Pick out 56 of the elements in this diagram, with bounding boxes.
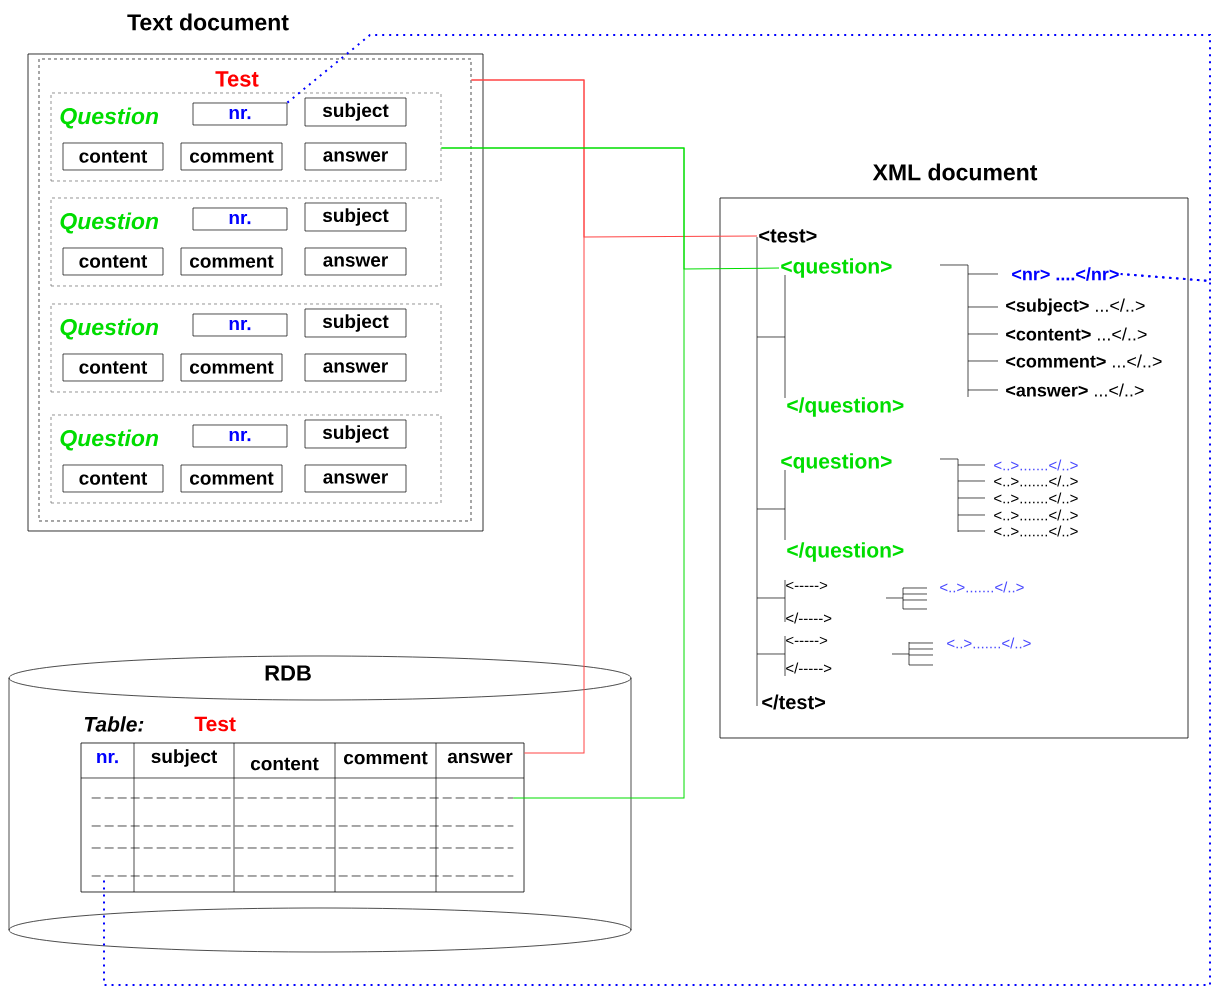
xml-tag: </question> bbox=[787, 542, 904, 562]
connector bbox=[103, 273, 1211, 986]
field-box: nr. bbox=[192, 207, 288, 231]
xml-tag: <-----> bbox=[786, 581, 828, 590]
connector bbox=[286, 34, 1211, 283]
xml-tag: <test> bbox=[759, 229, 817, 243]
xml-element: <..>.......</..> bbox=[940, 581, 1024, 593]
node-label: Text document bbox=[127, 13, 289, 31]
xml-tag: <question> bbox=[781, 258, 892, 278]
xml-element: <content> ...</..> bbox=[1006, 327, 1147, 341]
column-header: answer bbox=[447, 752, 513, 764]
field-box: comment bbox=[180, 142, 283, 171]
table-caption: Table: bbox=[84, 716, 144, 732]
field-box: content bbox=[62, 142, 164, 171]
column-header: comment bbox=[344, 751, 428, 765]
field-box: subject bbox=[304, 97, 407, 127]
xml-tag: <nr> ....</nr> bbox=[1012, 267, 1119, 281]
xml-element: <..>.......</..> bbox=[994, 492, 1078, 504]
field-box: nr. bbox=[192, 313, 288, 337]
field-box: answer bbox=[304, 353, 407, 382]
connector bbox=[470, 79, 585, 754]
xml-tag: </test> bbox=[762, 694, 826, 710]
field-box: subject bbox=[304, 419, 407, 449]
xml-element: <..>.......</..> bbox=[994, 525, 1078, 537]
column-header: content bbox=[250, 757, 319, 771]
field-box: nr. bbox=[192, 102, 288, 126]
field-box: subject bbox=[304, 202, 407, 232]
field-box: nr. bbox=[192, 424, 288, 448]
field-box: answer bbox=[304, 464, 407, 493]
field-box: comment bbox=[180, 353, 283, 382]
xml-element: <..>.......</..> bbox=[947, 637, 1031, 649]
connector bbox=[440, 147, 685, 799]
field-box: comment bbox=[180, 464, 283, 493]
xml-tag: </-----> bbox=[786, 662, 832, 674]
xml-element: <subject> ...</..> bbox=[1006, 298, 1145, 316]
column-header: nr. bbox=[97, 752, 118, 764]
field-box: answer bbox=[304, 247, 407, 276]
table-grid bbox=[80, 742, 525, 893]
field-box: content bbox=[62, 353, 164, 382]
xml-tag: </question> bbox=[787, 397, 904, 417]
xml-tag: <-----> bbox=[786, 636, 828, 645]
field-box: content bbox=[62, 464, 164, 493]
xml-element: <..>.......</..> bbox=[994, 475, 1078, 487]
node-label: XML document bbox=[872, 163, 1038, 181]
field-box: content bbox=[62, 247, 164, 276]
xml-tag: <question> bbox=[781, 453, 892, 473]
table-name: Test bbox=[194, 716, 236, 732]
xml-element: <..>.......</..> bbox=[994, 459, 1078, 471]
column-header: subject bbox=[151, 749, 218, 767]
field-box: answer bbox=[304, 142, 407, 171]
xml-element: <answer> ...</..> bbox=[1006, 383, 1144, 397]
xml-element: <comment> ...</..> bbox=[1006, 354, 1162, 368]
xml-tag: </-----> bbox=[786, 612, 832, 624]
xml-element: <..>.......</..> bbox=[994, 509, 1078, 521]
field-box: subject bbox=[304, 308, 407, 338]
field-box: comment bbox=[180, 247, 283, 276]
